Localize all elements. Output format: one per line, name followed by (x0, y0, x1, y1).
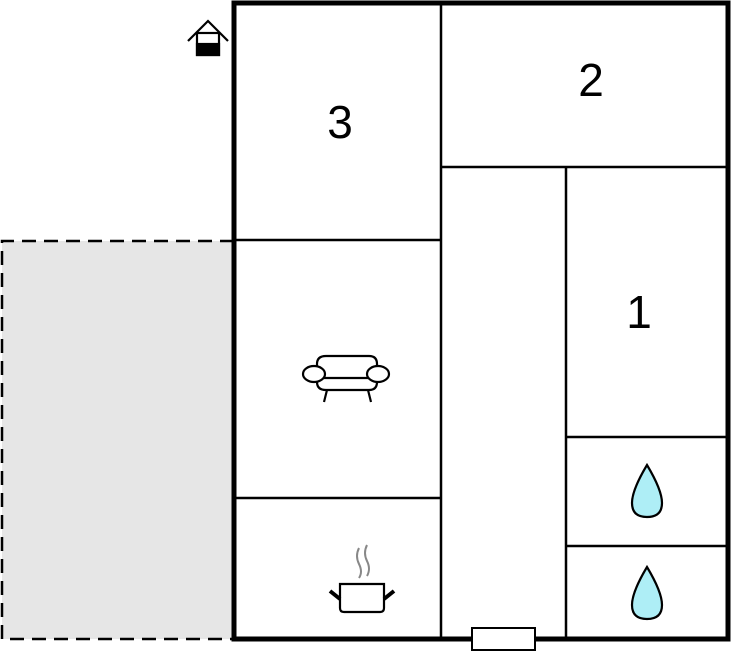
water-drop-icon (630, 564, 664, 621)
interior-walls (234, 3, 728, 639)
terrace-area (0, 239, 234, 641)
cooking-pot-icon (328, 544, 396, 614)
room-label-3: 3 (327, 96, 353, 148)
outer-walls (231, 0, 731, 642)
water-drop-icon (630, 462, 664, 519)
room-label-1: 1 (626, 286, 652, 338)
house-entrance-icon (187, 19, 229, 57)
entrance-door (471, 627, 536, 651)
room-label-2: 2 (578, 54, 604, 106)
sofa-icon (301, 354, 391, 403)
